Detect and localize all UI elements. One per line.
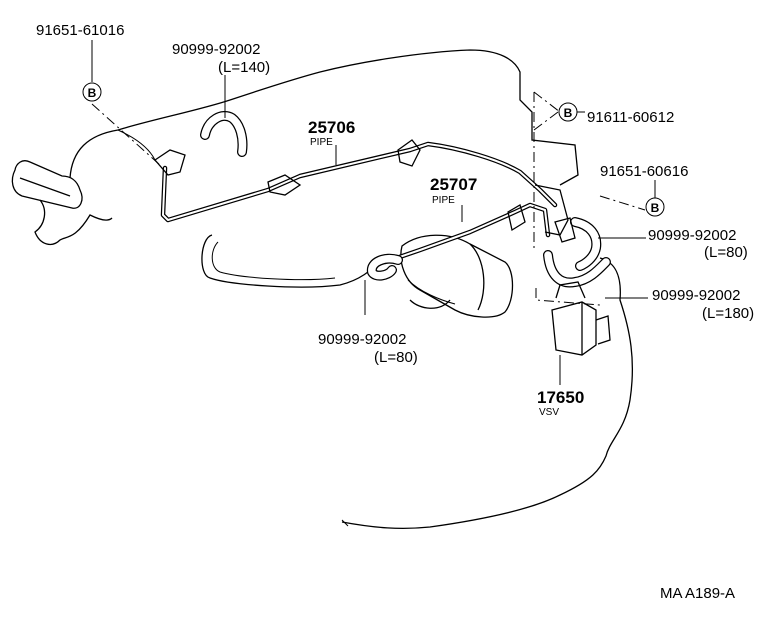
label-pipe-25706-name: PIPE <box>310 137 333 148</box>
label-pipe-25706: 25706 <box>308 118 355 137</box>
label-hose-right-b-length: (L=180) <box>702 305 754 322</box>
label-bolt-right-top: 91611-60612 <box>587 109 674 126</box>
label-bolt-right-mid: 91651-60616 <box>600 163 688 180</box>
label-hose-right-b: 90999-92002 <box>652 287 740 304</box>
bolt-callout-right-mid: B <box>645 197 665 217</box>
label-vsv-number: 17650 <box>537 388 584 407</box>
label-hose-bottom-length: (L=80) <box>374 349 418 366</box>
leader-lines <box>91 40 656 385</box>
label-pipe-25707-name: PIPE <box>432 195 455 206</box>
vsv-drawing <box>534 184 611 356</box>
label-vsv-name: VSV <box>539 407 559 418</box>
figure-code: MA A189-A <box>660 585 735 602</box>
label-hose-top-length: (L=140) <box>218 59 270 76</box>
label-hose-bottom: 90999-92002 <box>318 331 406 348</box>
pipe-25706-drawing <box>154 139 558 223</box>
engine-outline <box>11 49 634 530</box>
bolt-symbol: B <box>651 201 660 215</box>
bolt-callout-right-top: B <box>558 102 578 122</box>
label-hose-right-a-length: (L=80) <box>704 244 748 261</box>
phantom-lines <box>91 91 646 306</box>
pipe-25707-drawing <box>382 202 551 265</box>
bolt-callout-left: B <box>82 82 102 102</box>
label-hose-right-a: 90999-92002 <box>648 227 736 244</box>
label-bolt-left: 91651-61016 <box>36 22 124 39</box>
label-pipe-25707: 25707 <box>430 175 477 194</box>
actuator-body <box>400 234 514 318</box>
bolt-symbol: B <box>88 86 97 100</box>
bolt-symbol: B <box>564 106 573 120</box>
label-hose-top: 90999-92002 <box>172 41 260 58</box>
